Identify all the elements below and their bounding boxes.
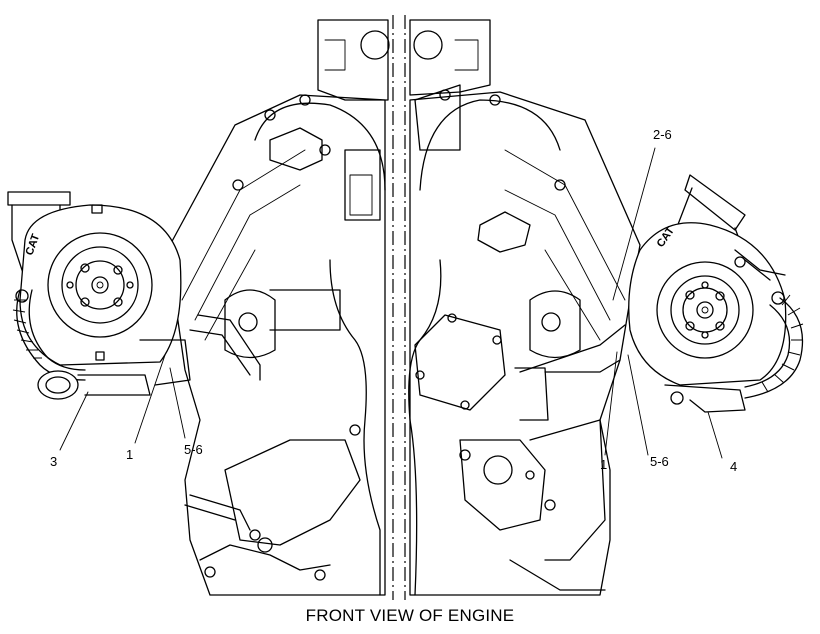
engine-block: [169, 19, 641, 596]
left-turbocharger: CAT: [7, 191, 191, 400]
callout-5-6-left: 5-6: [184, 442, 203, 457]
callout-1-left: 1: [126, 447, 134, 462]
figure-caption: FRONT VIEW OF ENGINE: [305, 606, 515, 625]
right-turbocharger: CAT: [628, 174, 804, 413]
callout-4: 4: [730, 459, 738, 474]
callout-3: 3: [50, 454, 58, 469]
callout-5-6-right: 5-6: [650, 454, 669, 469]
callout-2-6: 2-6: [653, 127, 672, 142]
callout-leaders: [59, 147, 723, 459]
callout-1-right: 1: [600, 457, 608, 472]
